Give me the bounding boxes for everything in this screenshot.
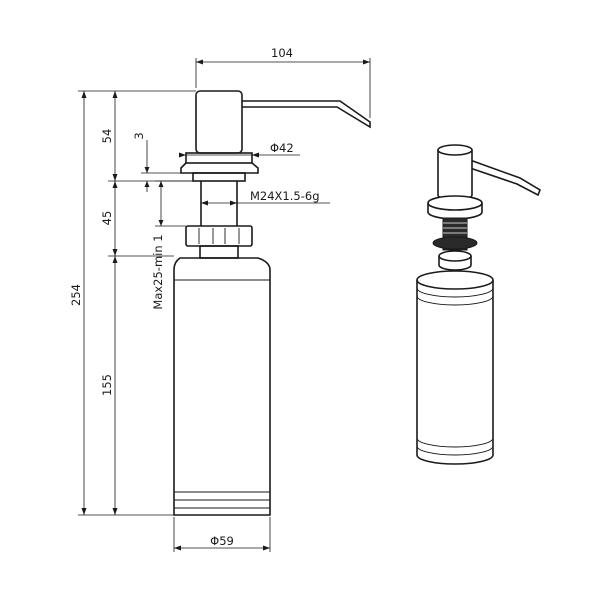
dim-label-45: 45 — [100, 211, 114, 226]
collar-3d — [427, 195, 483, 220]
dim-bottle-diameter: Φ59 — [173, 517, 271, 552]
bottle-outline — [173, 257, 271, 516]
dim-label-thread-spec: M24X1.5-6g — [250, 189, 320, 203]
spout-3d — [469, 159, 541, 197]
dim-collar-gap: 3 — [132, 132, 181, 192]
nut-3d — [438, 250, 472, 271]
dim-label-54: 54 — [100, 129, 114, 144]
technical-drawing: 104 254 54 45 155 — [69, 46, 371, 552]
dim-collar-diameter: Φ42 — [179, 141, 300, 158]
dim-label-104: 104 — [271, 46, 293, 60]
dim-label-155: 155 — [100, 374, 114, 396]
thread-shank-outline — [200, 181, 238, 226]
bottle-3d — [416, 270, 494, 465]
dim-label-254: 254 — [69, 284, 83, 306]
dim-label-phi59: Φ59 — [210, 534, 234, 548]
dim-label-phi42: Φ42 — [270, 141, 294, 155]
collar-outline — [180, 152, 259, 182]
pump-head-3d — [437, 144, 473, 201]
perspective-illustration — [416, 144, 541, 465]
dim-label-3: 3 — [132, 132, 146, 139]
dim-counter-thickness: Max25-min 1 — [151, 180, 193, 310]
dim-label-counter-thickness: Max25-min 1 — [151, 234, 165, 309]
thread-3d — [432, 217, 478, 251]
lock-nut-outline — [185, 225, 253, 259]
dim-thread-spec: M24X1.5-6g — [201, 189, 330, 206]
dim-top-width: 104 — [195, 46, 371, 118]
dim-total-height: 254 — [69, 90, 196, 516]
